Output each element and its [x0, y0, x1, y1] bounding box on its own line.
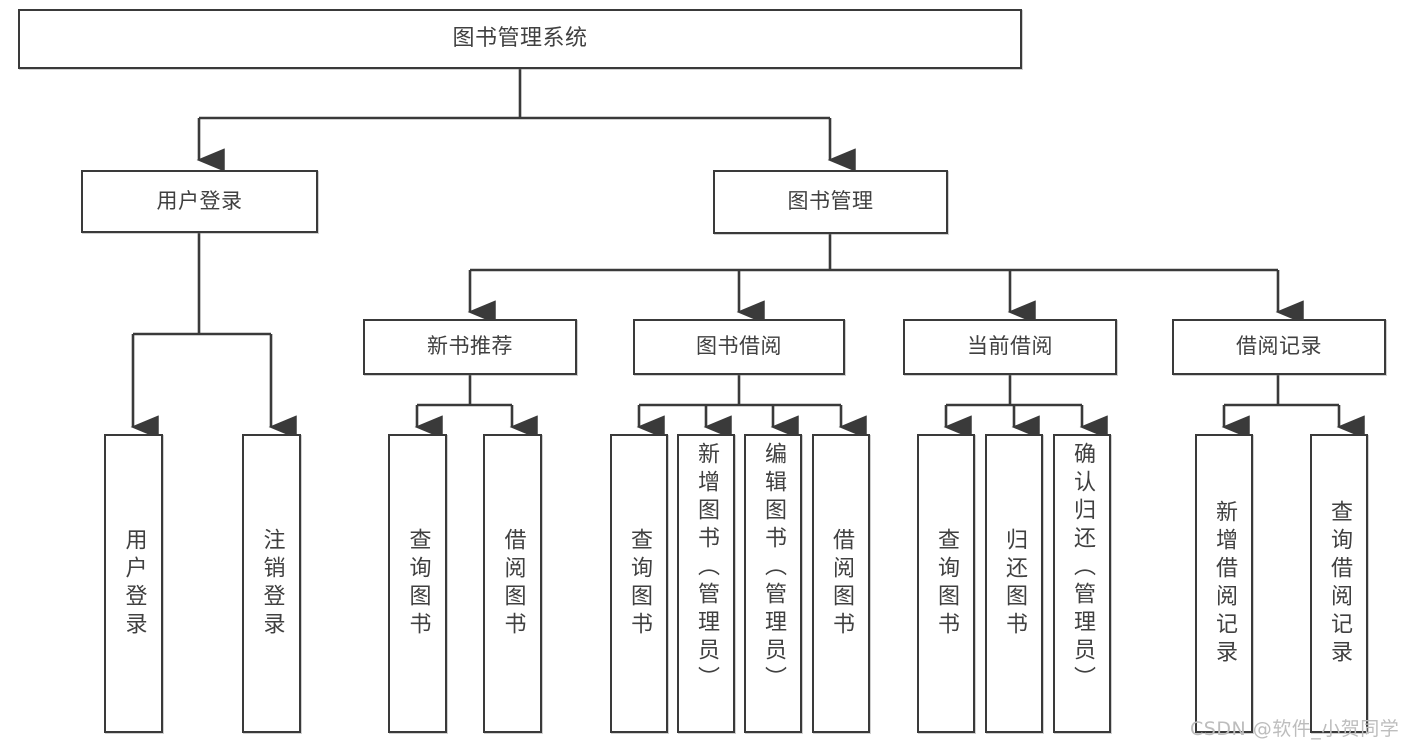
- leaf-borrow-borrow-book[interactable]: 借阅图书: [812, 434, 870, 733]
- node-user-login[interactable]: 用户登录: [81, 170, 318, 233]
- node-label: 查询图书: [934, 527, 959, 640]
- node-label: 当前借阅: [967, 334, 1053, 359]
- node-root-system[interactable]: 图书管理系统: [18, 9, 1022, 69]
- node-label: 新增图书（管理员）: [694, 442, 719, 694]
- leaf-recommend-query-book[interactable]: 查询图书: [388, 434, 447, 733]
- watermark: CSDN @软件_小贺同学: [1190, 718, 1400, 740]
- node-label: 借阅记录: [1236, 334, 1322, 359]
- leaf-recommend-borrow-book[interactable]: 借阅图书: [483, 434, 542, 733]
- node-label: 归还图书: [1002, 527, 1027, 640]
- node-label: 新增借阅记录: [1212, 499, 1237, 668]
- node-current-borrow[interactable]: 当前借阅: [903, 319, 1117, 375]
- leaf-record-add-record[interactable]: 新增借阅记录: [1195, 434, 1253, 733]
- node-label: 借阅图书: [500, 527, 526, 640]
- node-label: 图书管理: [787, 189, 874, 214]
- leaf-record-query-record[interactable]: 查询借阅记录: [1310, 434, 1368, 733]
- node-book-borrow[interactable]: 图书借阅: [633, 319, 845, 375]
- leaf-borrow-add-book-admin[interactable]: 新增图书（管理员）: [677, 434, 735, 733]
- leaf-current-return-book[interactable]: 归还图书: [985, 434, 1043, 733]
- node-label: 用户登录: [121, 527, 147, 640]
- leaf-current-query-book[interactable]: 查询图书: [917, 434, 975, 733]
- node-borrow-record[interactable]: 借阅记录: [1172, 319, 1386, 375]
- node-new-book-recommend[interactable]: 新书推荐: [363, 319, 577, 375]
- node-label: 查询图书: [627, 527, 652, 640]
- node-label: 新书推荐: [427, 334, 513, 359]
- leaf-user-login-login[interactable]: 用户登录: [104, 434, 163, 733]
- node-label: 编辑图书（管理员）: [761, 442, 786, 694]
- node-label: 注销登录: [259, 527, 285, 640]
- node-label: 图书借阅: [696, 334, 782, 359]
- node-label: 确认归还（管理员）: [1070, 442, 1095, 694]
- node-label: 图书管理系统: [452, 25, 588, 51]
- leaf-borrow-query-book[interactable]: 查询图书: [610, 434, 668, 733]
- node-label: 查询图书: [405, 527, 431, 640]
- node-book-management[interactable]: 图书管理: [713, 170, 948, 234]
- node-label: 查询借阅记录: [1327, 499, 1352, 668]
- node-label: 借阅图书: [829, 527, 854, 640]
- leaf-current-confirm-return-admin[interactable]: 确认归还（管理员）: [1053, 434, 1111, 733]
- node-label: 用户登录: [156, 188, 243, 213]
- leaf-borrow-edit-book-admin[interactable]: 编辑图书（管理员）: [744, 434, 802, 733]
- leaf-user-login-logout[interactable]: 注销登录: [242, 434, 301, 733]
